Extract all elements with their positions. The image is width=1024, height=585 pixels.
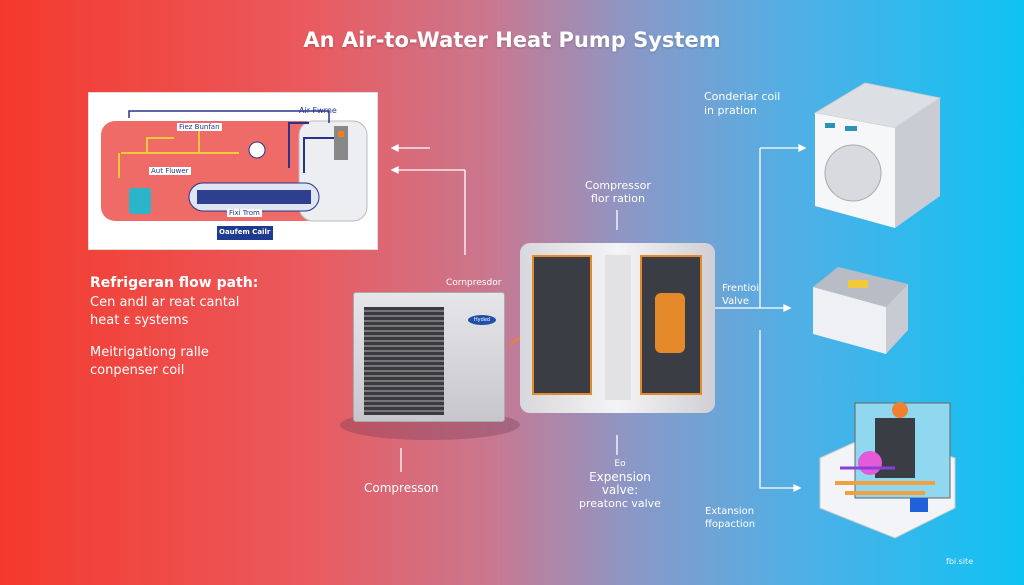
compression-label: Compresson (364, 481, 439, 495)
label-line: Compressor (585, 179, 651, 192)
outdoor-unit-image: Hyded (353, 292, 505, 422)
watermark: fbi.site (946, 557, 974, 566)
cutaway-panel (605, 255, 631, 400)
indoor-module-image (813, 267, 908, 354)
flow-path-heading: Refrigeran flow path: (90, 275, 259, 291)
schematic-label: Aut Fluwer (149, 167, 191, 175)
label-line: Expension valve: (589, 470, 651, 497)
schematic-label: Fiez Bunfan (177, 123, 222, 131)
label-line: preatonc valve (579, 497, 661, 510)
outdoor-unit-label: Cornpresdor (446, 278, 502, 288)
fan-grille (364, 307, 444, 415)
label-line: Conderiar coil (704, 90, 781, 103)
flow-path-text: conpenser coil (90, 363, 185, 378)
label-line: flor ration (590, 192, 645, 205)
schematic-label: Oaufem Cailr (219, 228, 271, 236)
cutaway-section (532, 255, 592, 395)
schematic-drawing (101, 110, 368, 240)
hydro-module-cutaway-image (819, 402, 956, 539)
page-title: An Air-to-Water Heat Pump System (303, 28, 721, 52)
flow-path-text: Cen andl ar reat cantal (90, 295, 240, 310)
label-line: in pration (704, 104, 757, 117)
flow-path-text: Meitrigationg ralle (90, 345, 209, 360)
unit-badge: Hyded (468, 315, 496, 325)
condenser-unit-image (813, 82, 942, 228)
label-line: Frentioi (722, 283, 760, 294)
label-line: Extansion (705, 506, 755, 517)
schematic-label: Air Fwrne (299, 106, 337, 115)
extension-label: Extansion ffopaction (705, 505, 755, 531)
flow-path-text: heat ε systems (90, 313, 189, 328)
label-line: ffopaction (705, 519, 756, 530)
cutaway-section (640, 255, 702, 395)
compressor-cylinder (655, 293, 685, 353)
refrigerant-schematic: Air Fwrne Fiez Bunfan Aut Fluwer Fixi Tr… (88, 92, 378, 250)
label-line: Eo (614, 459, 626, 469)
schematic-label: Fixi Trom (227, 209, 262, 217)
label-line: Valve (722, 296, 750, 307)
compressor-cutaway-image (520, 243, 715, 413)
